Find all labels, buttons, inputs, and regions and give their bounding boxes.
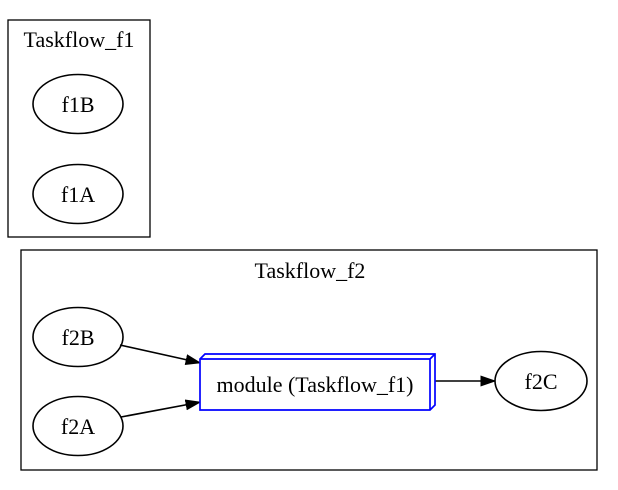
node-f2B-shape [32, 306, 124, 368]
node-f2A-label: f2A [61, 414, 95, 439]
node-f2A-shape [32, 395, 124, 457]
node-f1B-label: f1B [62, 92, 95, 117]
node-module-label: module (Taskflow_f1) [216, 372, 413, 397]
node-f1B: f1B [32, 73, 124, 135]
node-module-taskflow-f1: module (Taskflow_f1) [199, 353, 436, 411]
node-f2B-label: f2B [62, 325, 95, 350]
node-f1A: f1A [32, 163, 124, 225]
node-f2C: f2C [494, 350, 588, 412]
edge-f2A-to-module [120, 399, 202, 418]
cluster-taskflow-f1-border [7, 19, 151, 238]
node-module-box3d-inner-edges [200, 353, 436, 410]
node-f2C-shape [494, 350, 588, 412]
cluster-taskflow-f2-border [20, 249, 598, 471]
node-f1B-shape [32, 73, 124, 135]
node-f1A-label: f1A [61, 182, 95, 207]
cluster-taskflow-f2: Taskflow_f2 f2B f2A module (Taskflow_f1) [20, 249, 598, 471]
edge-f2B-to-module [119, 344, 202, 366]
node-f1A-shape [32, 163, 124, 225]
cluster-taskflow-f1: Taskflow_f1 f1B f1A [7, 19, 151, 238]
cluster-taskflow-f2-label: Taskflow_f2 [255, 258, 366, 283]
node-f2A: f2A [32, 395, 124, 457]
edge-f2B-to-module-line [119, 344, 202, 366]
node-f2C-label: f2C [525, 369, 558, 394]
node-f2B: f2B [32, 306, 124, 368]
edge-f2A-to-module-line [120, 399, 202, 418]
cluster-taskflow-f1-label: Taskflow_f1 [24, 27, 135, 52]
